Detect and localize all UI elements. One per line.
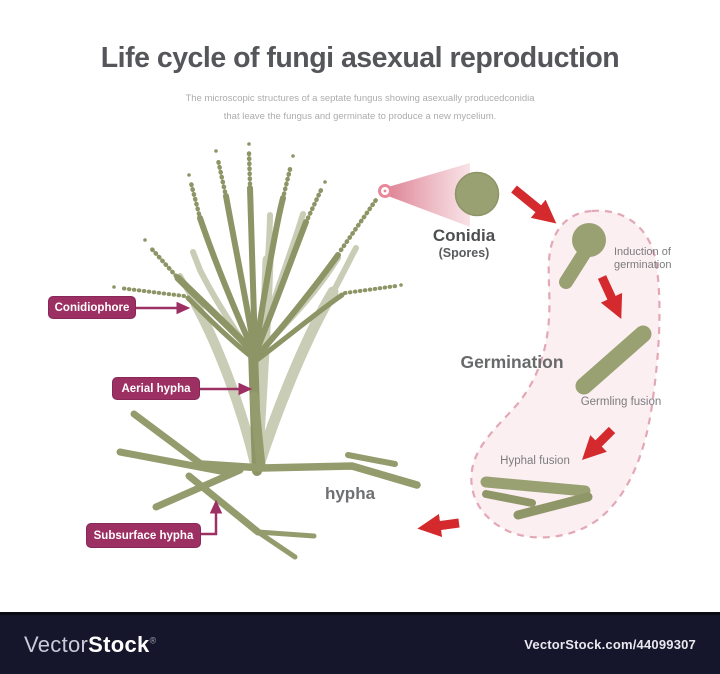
watermark-url: VectorStock.com/44099307 xyxy=(524,637,696,652)
hypha-caption: hypha xyxy=(324,484,376,503)
subsurface-hypha-arrow-icon xyxy=(201,499,223,536)
induction-spore xyxy=(559,223,606,289)
germling-rod xyxy=(575,325,652,395)
arrow-hyphal-to-mycelium-icon xyxy=(417,513,460,538)
germling-fusion-caption: Germling fusion xyxy=(580,396,662,408)
spores-caption: (Spores) xyxy=(438,246,490,260)
germination-caption: Germination xyxy=(460,352,564,372)
cycle-arrows xyxy=(417,185,623,538)
conidia-caption: Conidia xyxy=(432,226,496,245)
zoom-callout xyxy=(378,163,500,227)
subtitle-line-1: The microscopic structures of a septate … xyxy=(185,93,535,104)
vectorstock-logo: VectorStock® xyxy=(24,631,157,657)
conidia-bead-chains xyxy=(112,142,403,298)
arrow-conidia-to-induction-icon xyxy=(511,185,557,224)
page-subtitle: The microscopic structures of a septate … xyxy=(0,90,720,126)
registered-mark-icon: ® xyxy=(149,635,157,646)
arrow-germling-to-hyphal-icon xyxy=(581,426,616,461)
arrow-induction-to-germling-icon xyxy=(597,275,623,319)
watermark-bar: VectorStock® VectorStock.com/44099307 xyxy=(0,612,720,674)
label-pointer-arrows xyxy=(136,301,253,536)
germination-stages xyxy=(480,223,652,520)
induction-caption: Induction of germination xyxy=(614,246,672,271)
hyphal-fusion-caption: Hyphal fusion xyxy=(500,455,570,467)
page-title: Life cycle of fungi asexual reproduction xyxy=(100,42,620,74)
hyphal-fusion-rods xyxy=(480,476,593,520)
subsurface-hypha-label: Subsurface hypha xyxy=(86,523,201,548)
hyphae-network xyxy=(116,391,421,560)
conidia-spore xyxy=(454,171,500,217)
subtitle-line-2: that leave the fungus and germinate to p… xyxy=(223,111,497,122)
aerial-hypha-label: Aerial hypha xyxy=(112,377,200,400)
conidiophore-label: Conidiophore xyxy=(48,296,136,319)
